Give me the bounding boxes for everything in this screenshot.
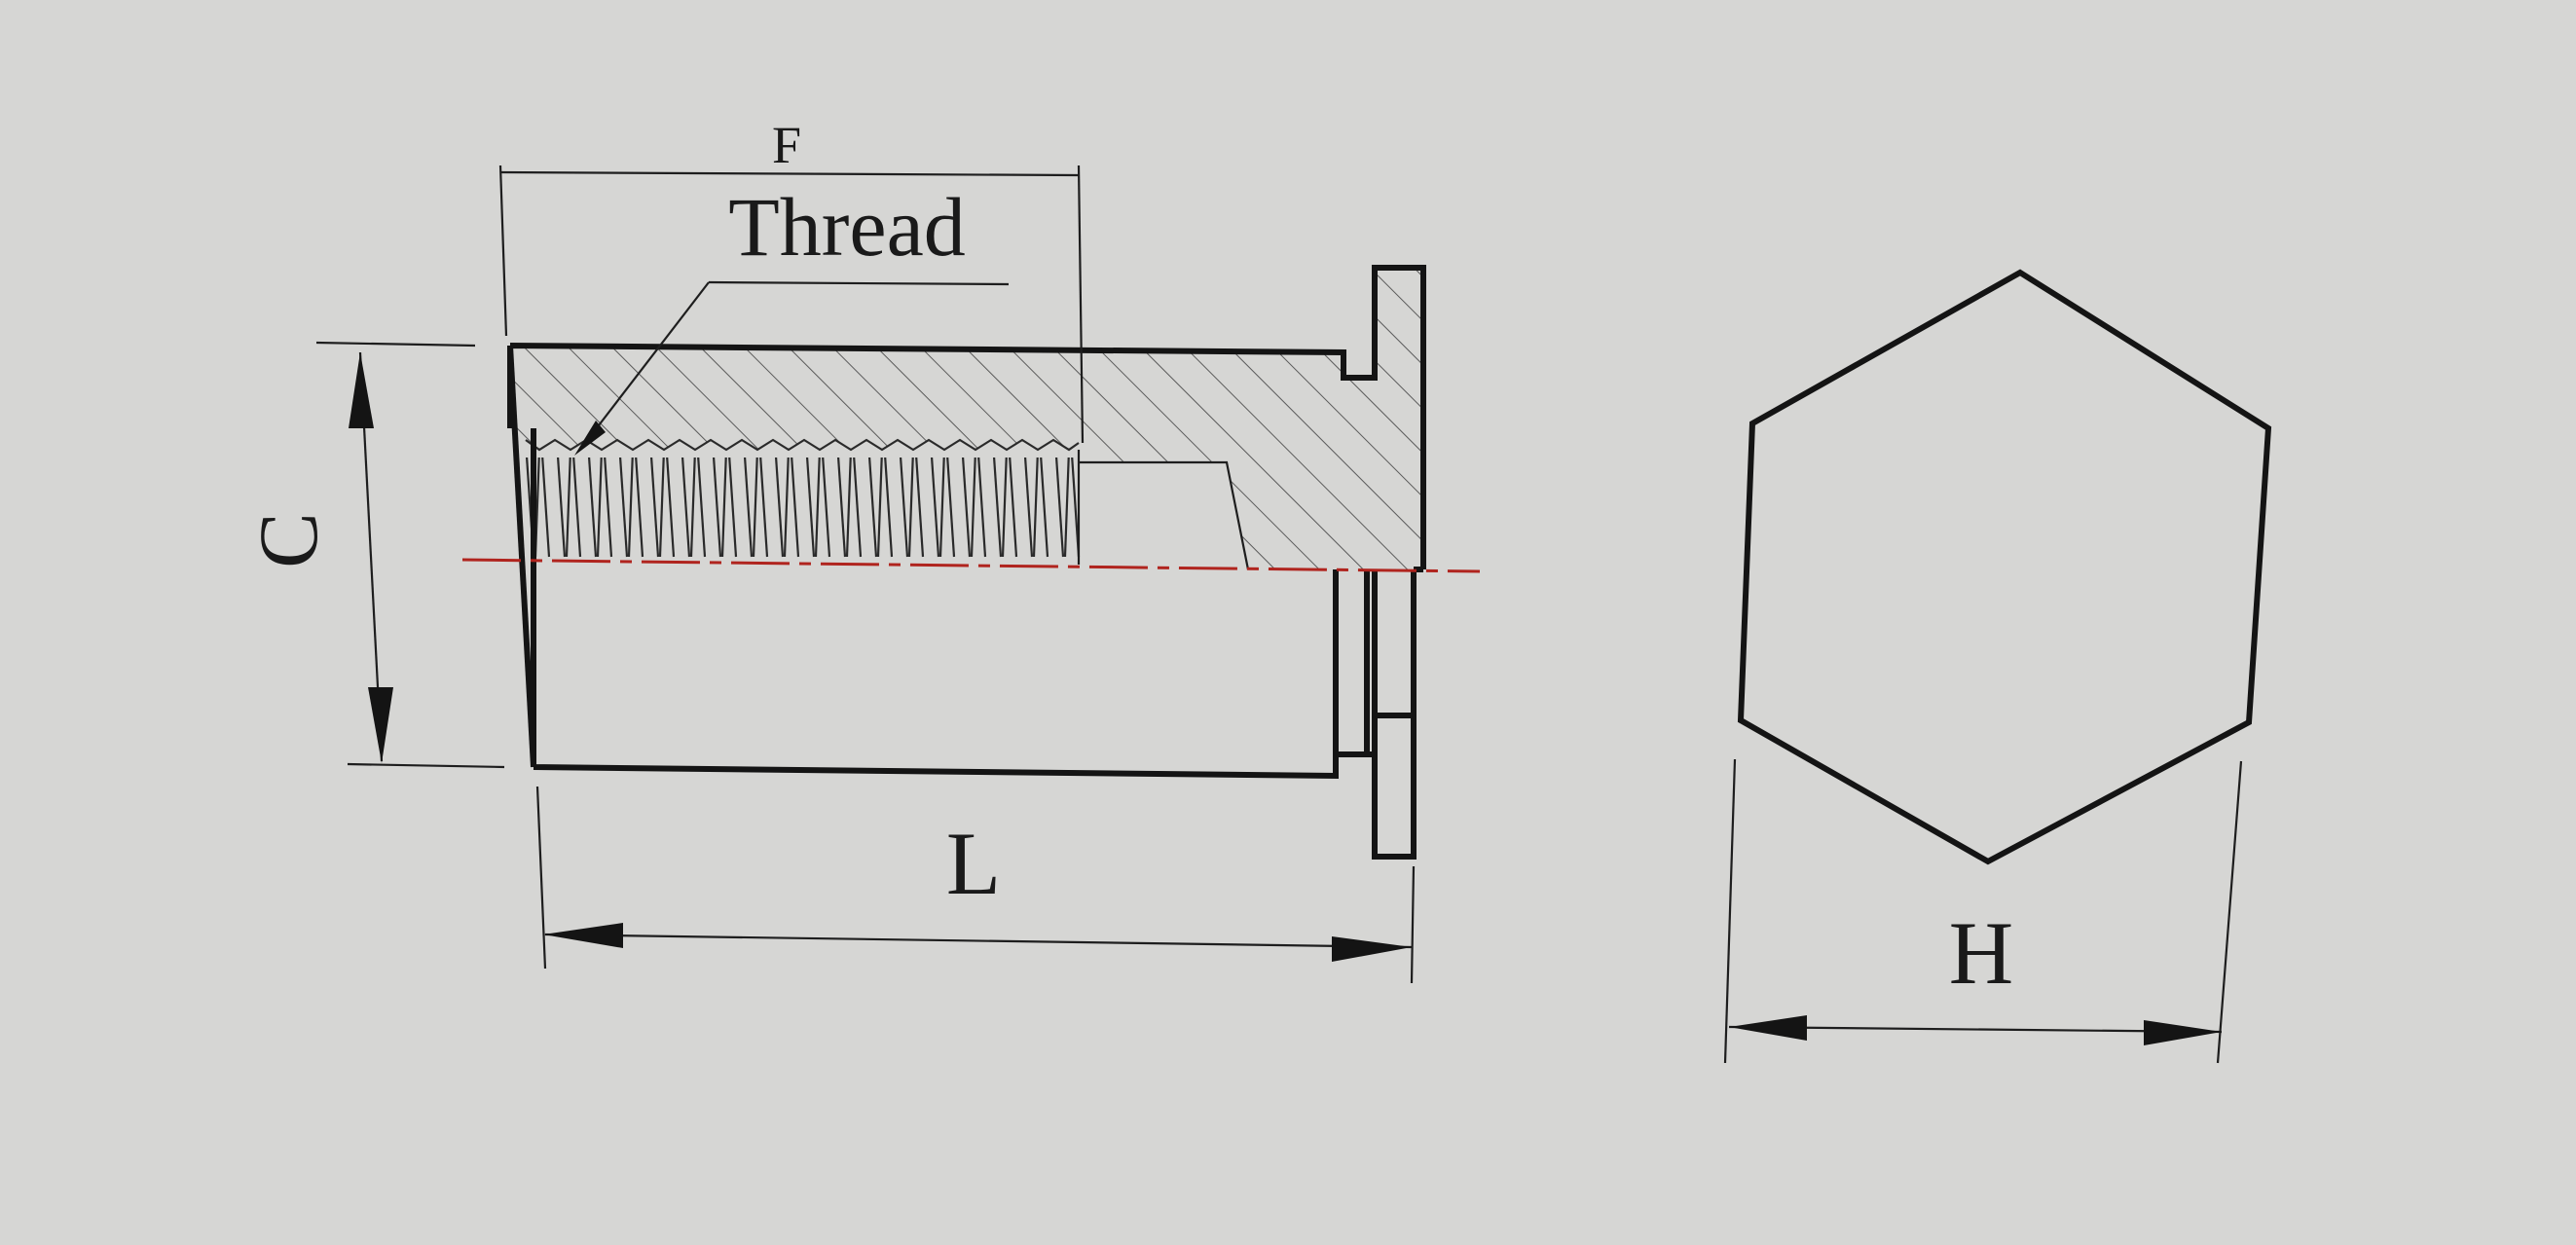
thread-tooth-line [726,458,738,558]
thread-callout: Thread [574,180,1010,456]
thread-tooth-line [960,458,972,558]
l-extension-right [1410,865,1416,984]
thread-leader-arrowhead [574,421,606,456]
center-line [461,558,1481,573]
thread-tooth-line [882,458,894,558]
thread-tooth-line [991,458,1003,558]
thread-tooth-line [602,458,613,558]
thread-tooth-line [814,458,822,558]
h-arrow-left [1729,1015,1807,1041]
thread-tooth-line [783,458,791,558]
dimension-h: H [1723,758,2243,1064]
thread-tooth-line [1001,458,1009,558]
thread-tooth-line [752,458,759,558]
thread-tooth-line [970,458,977,558]
thread-tooth-line [757,458,769,558]
c-extension-top [315,341,476,348]
thread-tooth-line [938,458,946,558]
thread-tooth-line [1032,458,1040,558]
thread-tooth-line [711,458,722,558]
h-dimension-line [1728,1025,2223,1034]
l-arrow-right [1332,936,1412,962]
thread-crest-line [525,438,1080,452]
dimension-l: L [535,786,1416,984]
thread-tooth-line [720,458,728,558]
c-extension-bottom [347,762,505,769]
h-arrow-right [2144,1020,2222,1045]
f-extension-right [1077,165,1085,444]
thread-tooth-line [539,458,551,558]
c-arrow-bottom [368,687,393,763]
thread-tooth-line [820,458,831,558]
thread-tooth-line [773,458,785,558]
thread-tooth-line [664,458,676,558]
dim-f-label: F [772,116,801,174]
thread-tooth-line [851,458,863,558]
l-arrow-left [543,923,623,948]
thread-tooth-line [913,458,925,558]
thread-tooth-line [944,458,956,558]
thread-tooth-line [835,458,847,558]
thread-leader-line [588,281,710,439]
l-dimension-line [544,933,1413,949]
f-dimension-line [499,170,1080,177]
thread-tooth-line [742,458,754,558]
hex-end-view [1737,269,2272,865]
h-extension-right [2216,760,2243,1064]
hexagon-outline [1737,269,2272,865]
thread-tooth-line [617,458,629,558]
f-extension-left [498,165,508,337]
thread-tooth-line [695,458,707,558]
thread-tooth-line [689,458,697,558]
thread-tooth-line [929,458,940,558]
thread-tooth-line [975,458,987,558]
thread-tooth-line [1038,458,1049,558]
thread-tooth-line [876,458,884,558]
body-left-face [507,345,536,768]
thread-tooth-line [570,458,582,558]
h-extension-left [1723,758,1737,1064]
c-arrow-top [349,352,374,428]
thread-label: Thread [728,180,966,274]
dim-h-label: H [1949,903,2013,1003]
thread-tooth-line [565,458,572,558]
thread-tooth-line [680,458,691,558]
hatched-section [510,268,1423,569]
thread-tooth-line [898,458,909,558]
thread-tooth-line [1053,458,1065,558]
dim-l-label: L [946,814,1001,913]
l-extension-left [535,786,547,970]
thread-tooth-line [1063,458,1071,558]
thread-tooth-line [1022,458,1034,558]
thread-tooth-line [555,458,567,558]
dimension-f: F [498,116,1085,444]
thread-leader-shelf [708,280,1010,286]
thread-tooth-line [586,458,598,558]
thread-tooth-line [789,458,800,558]
thread-tooth-line [633,458,644,558]
bore-step [1079,460,1250,570]
thread-tooth-line [648,458,660,558]
thread-tooth-line [1007,458,1018,558]
thread-teeth [526,458,1081,558]
thread-tooth-line [1069,458,1081,558]
flange-outline [1333,569,1417,860]
thread-tooth-line [804,458,816,558]
dimension-c: C [241,341,505,769]
thread-tooth-line [658,458,666,558]
thread-tooth-line [866,458,878,558]
thread-tooth-line [596,458,604,558]
side-view [461,265,1481,860]
thread-tooth-line [845,458,853,558]
thread-tooth-line [907,458,915,558]
dim-c-label: C [241,512,335,568]
thread-tooth-line [627,458,635,558]
